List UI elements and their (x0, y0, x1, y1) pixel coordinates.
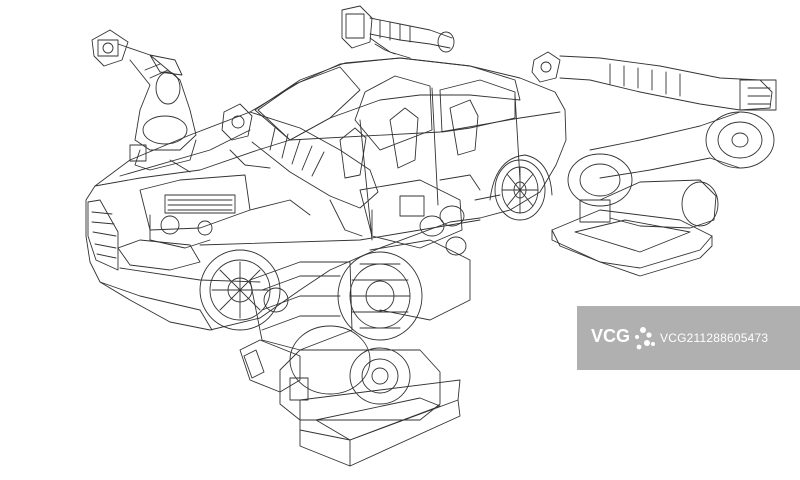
mechanical-detail-lines (169, 149, 501, 237)
robot-arm-right (531, 51, 777, 277)
vcg-logo-icon: VCG (591, 326, 655, 350)
watermark-banner: VCG VCG211288605473 (577, 306, 800, 370)
svg-text:VCG: VCG (591, 326, 630, 346)
robot-arm-front (221, 103, 471, 467)
robot-arm-top (341, 5, 455, 59)
robot-arm-left (91, 29, 197, 171)
car-wireframe (85, 57, 567, 331)
watermark-id-text: VCG211288605473 (660, 331, 769, 345)
